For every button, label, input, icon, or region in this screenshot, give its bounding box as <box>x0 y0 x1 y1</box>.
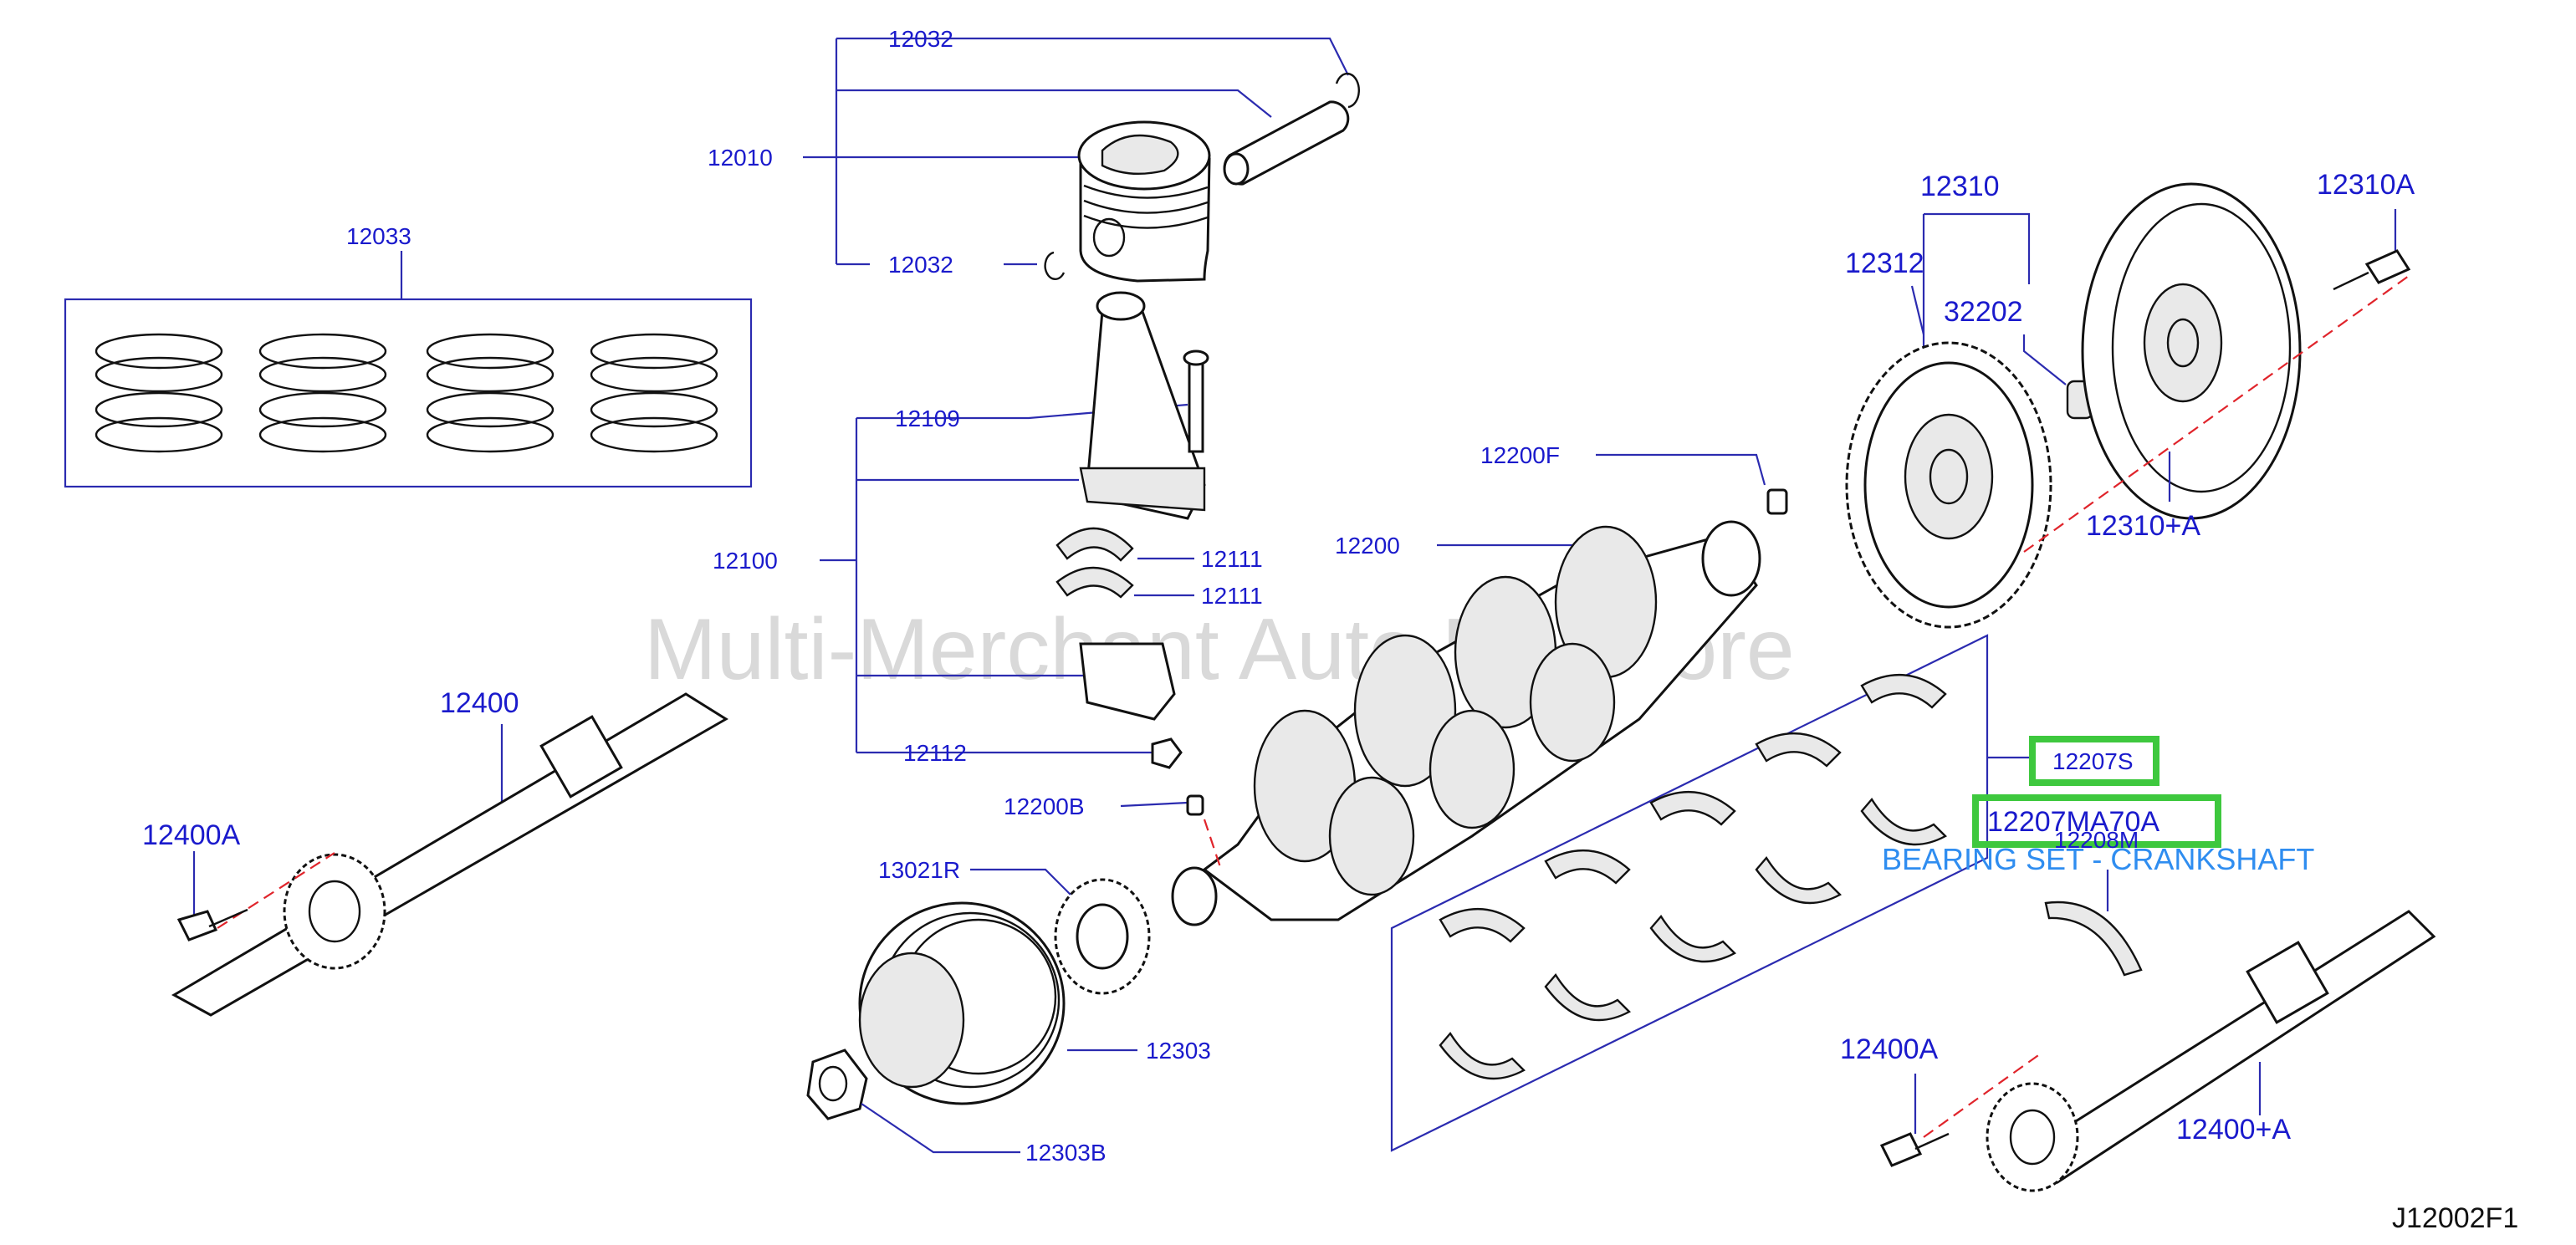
label-12400A-left[interactable]: 12400A <box>142 819 241 851</box>
pulley-bolt-12303B[interactable] <box>806 1049 868 1120</box>
balancer-right-axis <box>1923 1053 2042 1138</box>
leader-12310-right <box>1924 212 2031 284</box>
piston-ring-set-3[interactable] <box>426 333 555 453</box>
main-bearing-2-upper[interactable] <box>1755 732 1842 768</box>
crankshaft-group: 12200 12200F 12200B <box>1004 442 1788 926</box>
main-bearing-group <box>1390 634 2032 1152</box>
label-12200B[interactable]: 12200B <box>1004 793 1085 819</box>
leader-12312 <box>1910 285 1925 335</box>
pulley-group: 13021R 12303 12303B <box>806 857 1211 1166</box>
label-12100[interactable]: 12100 <box>713 548 778 574</box>
balancer-left-axis <box>217 852 335 929</box>
drive-plate-12310plusA[interactable] <box>2081 182 2302 520</box>
crank-sprocket-13021R[interactable] <box>1054 878 1151 995</box>
balancer-right-group: 12400+A 12400A <box>1840 910 2436 1192</box>
leader-12303B <box>861 1103 1020 1154</box>
label-12400[interactable]: 12400 <box>440 687 519 719</box>
leader-32202 <box>2022 334 2067 385</box>
balancer-shaft-left[interactable] <box>171 692 728 1017</box>
label-12310A[interactable]: 12310A <box>2317 169 2415 201</box>
diagram-code: J12002F1 <box>2392 1202 2518 1234</box>
label-13021R[interactable]: 13021R <box>878 857 960 883</box>
leader-12200F <box>1596 453 1766 486</box>
label-12303B[interactable]: 12303B <box>1025 1140 1107 1166</box>
connecting-rod-group: 12109 12100 12111 12111 12112 <box>713 291 1263 769</box>
main-bearing-1-upper[interactable] <box>1860 673 1947 709</box>
label-12208M[interactable]: 12208M <box>2054 827 2139 853</box>
balancer-bolt-right[interactable] <box>1879 1132 1950 1167</box>
main-bearing-3-upper[interactable] <box>1649 790 1736 826</box>
label-12111-b[interactable]: 12111 <box>1201 583 1263 609</box>
flywheel-group: 12310 12312 32202 12310+A 12310A <box>1845 169 2415 629</box>
piston-ring-set-4[interactable] <box>590 333 718 453</box>
label-12207S[interactable]: 12207S <box>2052 748 2134 774</box>
balancer-bolt-left[interactable] <box>176 908 248 941</box>
main-bearing-1-lower[interactable] <box>1860 797 1947 846</box>
key-12200B[interactable] <box>1186 794 1204 816</box>
label-12200F[interactable]: 12200F <box>1480 442 1560 468</box>
piston[interactable] <box>1077 120 1211 283</box>
rod-nut[interactable] <box>1151 737 1183 769</box>
piston-rings-group: 12033 <box>64 223 753 488</box>
main-bearing-5-upper[interactable] <box>1439 907 1526 943</box>
label-12032-top[interactable]: 12032 <box>888 26 953 52</box>
rod-bearing-upper[interactable] <box>1055 527 1134 562</box>
leader-13021R <box>970 868 1071 895</box>
label-12112[interactable]: 12112 <box>903 740 967 766</box>
rings-frame <box>64 298 753 488</box>
label-12400A-right[interactable]: 12400A <box>1840 1033 1939 1065</box>
label-12111-a[interactable]: 12111 <box>1201 546 1263 572</box>
thrust-washer-group: 12208M <box>2044 827 2143 977</box>
key-axis <box>1203 819 1223 870</box>
piston-clip-top[interactable] <box>1335 72 1361 109</box>
crank-pulley-12303[interactable] <box>858 901 1066 1105</box>
balancer-shaft-right[interactable] <box>1986 910 2436 1192</box>
rod-bolt[interactable] <box>1183 350 1209 453</box>
main-bearing-2-lower[interactable] <box>1755 855 1842 905</box>
label-12303[interactable]: 12303 <box>1146 1038 1211 1064</box>
highlight-box-12207S <box>2029 736 2159 786</box>
label-12207MA70A[interactable]: 12207MA70A <box>1987 806 2159 838</box>
label-12310plusA[interactable]: 12310+A <box>2086 510 2200 542</box>
flywheel-bolt-12310A[interactable] <box>2333 249 2411 291</box>
thrust-washer-12208M[interactable] <box>2044 901 2143 977</box>
piston-pin[interactable] <box>1223 100 1350 186</box>
label-12010[interactable]: 12010 <box>708 145 773 171</box>
label-12200[interactable]: 12200 <box>1335 533 1400 559</box>
highlight-group: 12207S 12207MA70A BEARING SET - CRANKSHA… <box>1882 736 2314 876</box>
part-description: BEARING SET - CRANKSHAFT <box>1882 842 2314 876</box>
label-12033[interactable]: 12033 <box>346 223 411 249</box>
balancer-left-group: 12400 12400A <box>142 687 728 1017</box>
label-12310[interactable]: 12310 <box>1920 171 2000 202</box>
dowel-pin-12200F[interactable] <box>1766 488 1788 515</box>
label-12032-bottom[interactable]: 12032 <box>888 252 953 278</box>
leader-12032-top <box>836 37 1349 76</box>
ring-gear-12312[interactable] <box>1845 341 2052 629</box>
piston-ring-set-2[interactable] <box>258 333 387 453</box>
label-12109[interactable]: 12109 <box>895 406 960 431</box>
connecting-rod[interactable] <box>1079 291 1206 520</box>
piston-group: 12032 12010 12032 <box>708 26 1361 283</box>
leader-pin <box>836 89 1272 118</box>
main-bearing-4-upper[interactable] <box>1544 849 1631 885</box>
piston-clip-bottom[interactable] <box>1044 251 1066 281</box>
leader-12200B <box>1120 801 1188 808</box>
rod-cap[interactable] <box>1079 642 1176 721</box>
label-12312[interactable]: 12312 <box>1845 247 1924 279</box>
flywheel-axis <box>2023 275 2410 553</box>
main-bearing-3-lower[interactable] <box>1649 914 1736 963</box>
label-12400plusA[interactable]: 12400+A <box>2176 1114 2291 1146</box>
crankshaft[interactable] <box>1171 520 1761 926</box>
label-32202[interactable]: 32202 <box>1944 296 2023 328</box>
main-bearing-4-lower[interactable] <box>1544 972 1631 1022</box>
piston-ring-set-1[interactable] <box>95 333 223 453</box>
rod-bearing-lower[interactable] <box>1055 566 1134 599</box>
main-bearing-5-lower[interactable] <box>1439 1031 1526 1080</box>
highlight-box-12207MA70A <box>1972 794 2221 848</box>
